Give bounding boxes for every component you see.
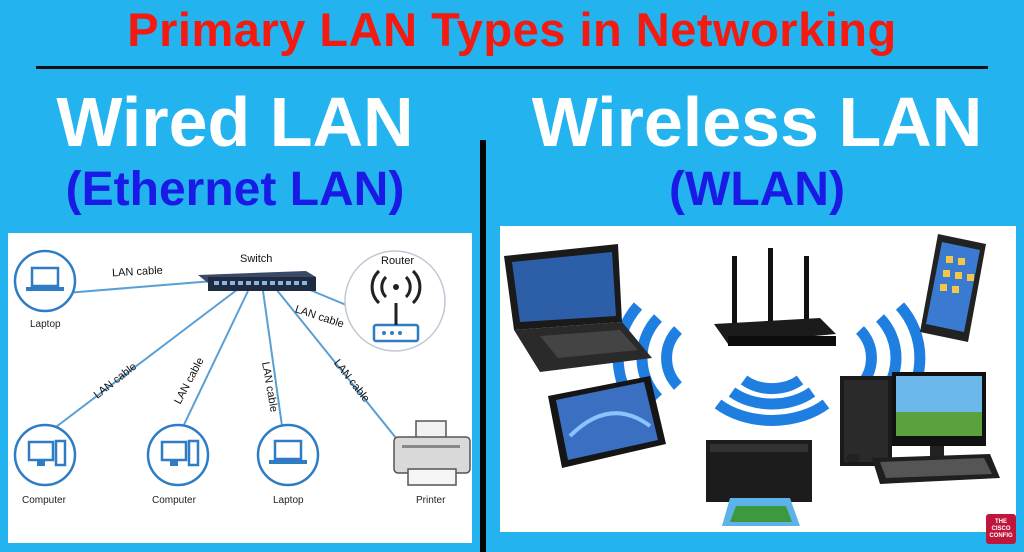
switch-icon (198, 271, 316, 291)
device-label: Laptop (30, 319, 61, 330)
laptop-icon (13, 249, 77, 313)
cable-computer-2 (179, 290, 249, 434)
device-label: Laptop (273, 495, 304, 506)
switch-label: Switch (240, 253, 273, 265)
ethernet-lan-subheading: (Ethernet LAN) (65, 163, 405, 216)
device-label: Printer (416, 495, 446, 506)
cable-laptop-top (65, 280, 214, 294)
smartphone-icon (920, 234, 986, 342)
printer-icon (393, 420, 471, 486)
laptop-icon (256, 423, 320, 487)
tablet-icon (548, 376, 666, 468)
router-label: Router (381, 255, 415, 267)
page-title: Primary LAN Types in Networking (127, 3, 897, 56)
laptop-icon (504, 244, 652, 372)
wireless-router-icon (714, 248, 836, 346)
wlan-subheading: (WLAN) (669, 163, 845, 216)
cisco-config-logo: THE CISCO CONFIG (986, 514, 1016, 544)
wired-lan-diagram: Switch Router LAN cable LAN cable LAN ca… (8, 233, 472, 543)
cable-printer (275, 288, 401, 444)
device-label: Computer (152, 495, 196, 506)
center-divider (480, 140, 486, 552)
wireless-lan-illustration (500, 226, 1016, 532)
router-icon (344, 250, 446, 352)
desktop-computer-icon (840, 372, 1000, 484)
wireless-lan-heading: Wireless LAN (531, 83, 983, 161)
title-underline (36, 66, 988, 69)
cable-computer-1 (47, 288, 239, 434)
computer-icon (13, 423, 77, 487)
cable-laptop-bottom (262, 290, 284, 434)
wired-lan-heading: Wired LAN (56, 83, 414, 161)
device-label: Computer (22, 495, 66, 506)
printer-icon (706, 440, 812, 526)
computer-icon (146, 423, 210, 487)
